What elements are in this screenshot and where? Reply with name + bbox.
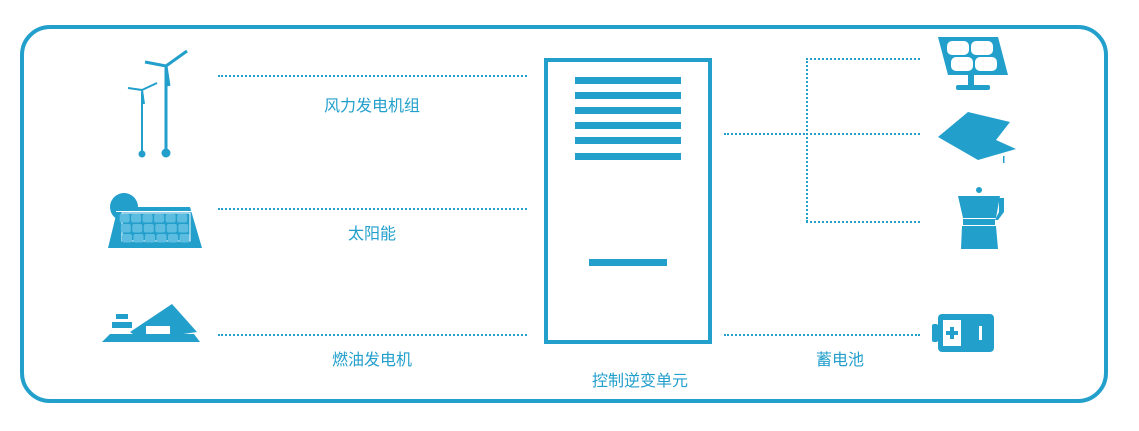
solar-cell [120,224,131,233]
fuel-generator-icon [102,304,200,342]
battery-connector-line [724,334,920,336]
solar-cell [168,234,178,243]
solar-cell [131,214,142,223]
battery-label: 蓄电池 [815,350,865,369]
solar-cell [142,214,153,223]
iron-connector-line [806,133,920,135]
fuel-label: 燃油发电机 [331,350,413,369]
load-trunk-line [724,133,808,135]
solar-label: 太阳能 [347,224,397,243]
monitor-connector-line [806,58,920,60]
solar-panel-icon [108,193,202,248]
wind-connector-line [218,75,527,77]
wind-turbine-icon [127,49,188,158]
fuel-connector-line [218,334,527,336]
monitor-icon [938,37,1008,90]
solar-cell [133,234,144,243]
solar-cell [178,224,189,233]
coffee-connector-line [806,221,920,223]
solar-cell [177,214,188,223]
solar-cell [179,234,190,243]
iron-icon [938,112,1016,163]
solar-connector-line [218,208,527,210]
battery-icon [932,314,994,352]
solar-cell [155,224,166,233]
diagram-frame [20,25,1108,403]
solar-cell [165,214,176,223]
load-bus-line [806,58,808,222]
solar-cell [119,214,130,223]
solar-cell [132,224,143,233]
solar-cell [156,234,167,243]
solar-cell [122,234,132,243]
solar-cell [143,224,154,233]
solar-cell [166,224,177,233]
solar-cell [145,234,155,243]
coffee-pot-icon [958,187,1004,249]
wind-label: 风力发电机组 [323,96,421,115]
solar-cell [154,214,165,223]
inverter-label: 控制逆变单元 [591,371,689,390]
inverter-cabinet [544,58,712,344]
